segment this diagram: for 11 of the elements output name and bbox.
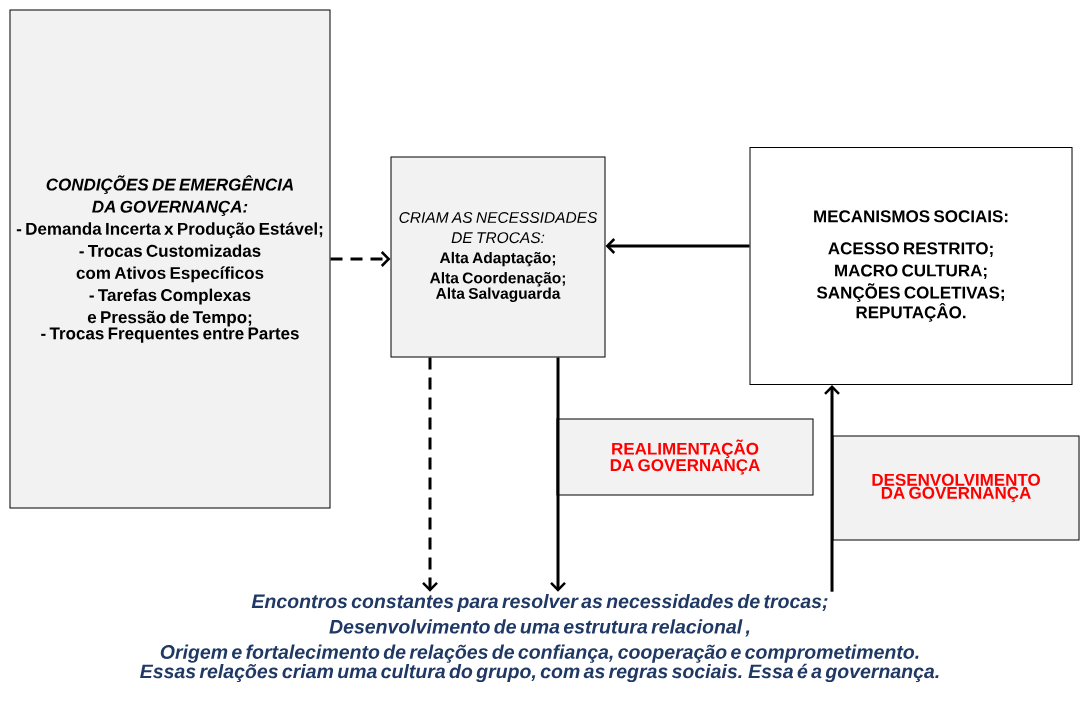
- governance-text: Encontros constantes para resolver as necessidades de trocas; Desenvolvimento de uma estrutura relacional , Origem e fortalecimento de relações de confiança, cooperação e comprometimento. Essas relações criam uma cultura do grupo, com as regras sociais. Essa é a governança.: [140, 593, 939, 683]
- mechanism-box: MECANISMOS SOCIAIS: ACESSO RESTRITO; MACRO CULTURA; SANÇÕES COLETIVAS; REPUTAÇÂO.: [749, 147, 1073, 385]
- arrow: [330, 251, 391, 267]
- condition-box: CONDIÇÕES DE EMERGÊNCIA DA GOVERNANÇA: - Demanda Incerta x Produção Estável; - Trocas Customizadas com Ativos Específicos - Tarefas Complexas e Pressão de Tempo; - Trocas Frequentes entre Partes: [9, 9, 331, 509]
- development-box: DESENVOLVIMENTO DA GOVERNANÇA: [832, 435, 1080, 541]
- arrow: [550, 357, 566, 592]
- feedback-box: REALIMENTAÇÃO DA GOVERNANÇA: [556, 418, 814, 496]
- process-box: CRIAM AS NECESSIDADES DE TROCAS: Alta Adaptação; Alta Coordenação; Alta Salvaguarda: [390, 156, 606, 358]
- arrow: [605, 238, 750, 254]
- arrow: [824, 385, 840, 592]
- arrow: [422, 357, 438, 592]
